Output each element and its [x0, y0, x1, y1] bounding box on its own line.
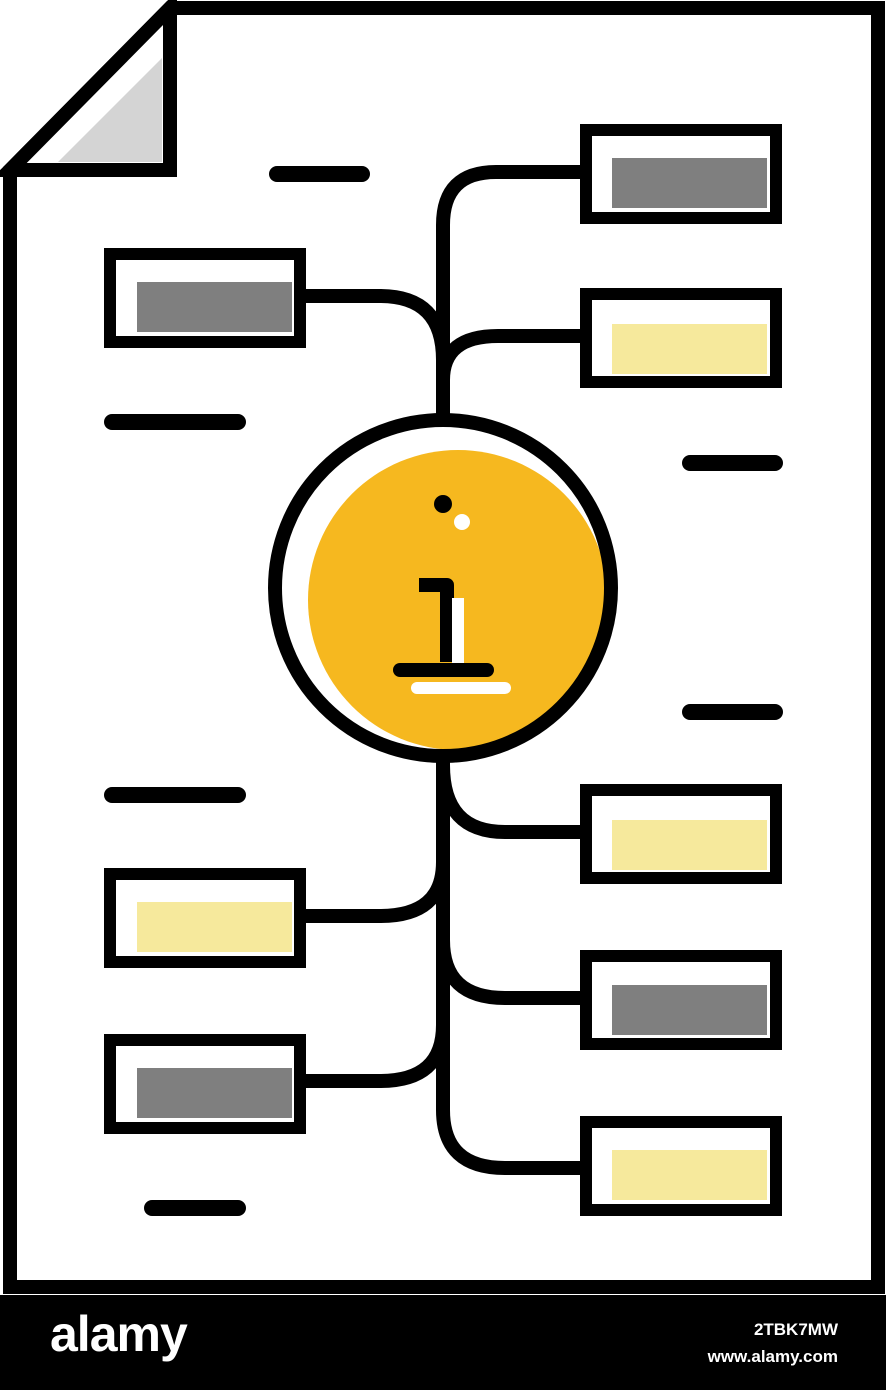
node-box	[580, 288, 782, 388]
node-box	[580, 1116, 782, 1216]
node-box	[104, 868, 306, 968]
node-box	[104, 1034, 306, 1134]
info-icon	[268, 413, 618, 763]
watermark-bar: alamy 2TBK7MW www.alamy.com	[0, 1295, 886, 1390]
brand-logo: alamy	[50, 1306, 188, 1362]
site-url: www.alamy.com	[707, 1347, 838, 1366]
folded-corner-shade	[58, 58, 162, 162]
text-placeholder-lines	[104, 166, 783, 1216]
node-box	[580, 124, 782, 224]
document-mind-map-icon	[0, 0, 885, 1294]
image-id: 2TBK7MW	[753, 1320, 838, 1339]
node-box	[580, 784, 782, 884]
node-box	[580, 950, 782, 1050]
node-box	[104, 248, 306, 348]
connector-lines	[298, 165, 587, 1175]
illustration	[0, 0, 886, 1295]
